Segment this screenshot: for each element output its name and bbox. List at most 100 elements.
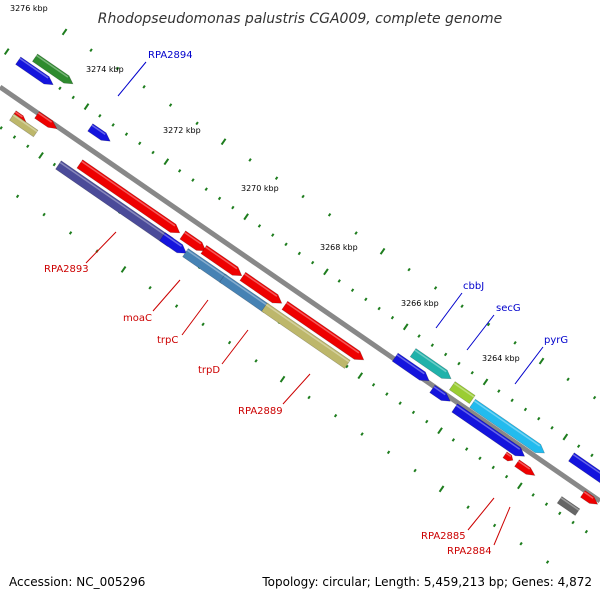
tick-mark [333, 413, 338, 418]
feature-red-2 [179, 230, 207, 252]
feature-red-3-highlight [205, 246, 238, 270]
tick-mark [385, 392, 389, 396]
feature-blue-mid-highlight [396, 354, 425, 375]
tick-mark [566, 377, 570, 382]
tick-mark [590, 453, 594, 458]
tick-mark [544, 502, 549, 506]
tick-mark [271, 233, 275, 237]
gene-label-trpc[interactable]: trpC [157, 335, 178, 346]
tick-mark [364, 297, 368, 302]
feature-blue-small-highlight [433, 386, 446, 396]
tick-mark [191, 178, 195, 182]
tick-mark [68, 231, 73, 235]
gene-label-trpd[interactable]: trpD [198, 365, 220, 376]
tick-mark [111, 123, 115, 127]
feature-red-small-4-highlight [517, 460, 531, 470]
gene-label-rpa2894[interactable]: RPA2894 [148, 50, 193, 61]
tick-mark [15, 194, 20, 199]
feature-tan-small [9, 113, 39, 138]
feature-red-small-3 [502, 451, 514, 462]
scale-label-3272: 3272 kbp [163, 126, 201, 135]
leader-rpa2885 [467, 497, 495, 531]
tick-mark [297, 251, 302, 256]
tick-mark [425, 419, 429, 424]
feature-red-small-2-highlight [37, 112, 53, 123]
leader-rpa2889 [282, 373, 311, 405]
tick-mark [398, 401, 402, 406]
gene-label-rpa2889[interactable]: RPA2889 [238, 406, 283, 417]
gene-label-secg[interactable]: secG [496, 303, 521, 314]
tick-mark [42, 212, 46, 217]
feature-rpa2889-highlight [265, 303, 350, 363]
tick-mark [248, 158, 252, 162]
tick-mark [571, 520, 575, 525]
leader-pyrg [514, 346, 544, 385]
scale-label-3276: 3276 kbp [10, 4, 48, 13]
gene-label-rpa2885[interactable]: RPA2885 [421, 531, 466, 542]
tick-mark [592, 395, 597, 400]
tick-mark [402, 323, 409, 331]
feature-green-highlight [36, 54, 69, 78]
scale-label-3268: 3268 kbp [320, 243, 358, 252]
tick-marks [0, 28, 597, 564]
tick-mark [83, 103, 90, 111]
tick-mark [201, 322, 205, 327]
leader-moac [152, 279, 181, 312]
tick-mark [377, 306, 381, 311]
feature-cbbj [409, 348, 452, 380]
tick-mark [38, 151, 44, 159]
gene-label-moac[interactable]: moaC [123, 313, 152, 324]
feature-gray-highlight [560, 497, 580, 511]
feature-rpa2893 [55, 160, 174, 247]
tick-mark [386, 450, 391, 455]
feature-pyrg [469, 398, 545, 454]
tick-mark [486, 322, 491, 327]
feature-red-small-3-highlight [505, 452, 512, 458]
tick-mark [257, 224, 262, 228]
tick-mark [327, 212, 332, 217]
tick-mark [148, 285, 152, 290]
tick-mark [545, 560, 550, 564]
gene-features [9, 53, 600, 516]
tick-mark [519, 541, 523, 546]
tick-mark [413, 468, 417, 473]
feature-secg-highlight [453, 382, 475, 398]
tick-mark [430, 343, 435, 348]
tick-mark [407, 267, 411, 272]
tick-mark [433, 286, 438, 290]
feature-trpd [219, 273, 270, 314]
feature-blue-right [568, 452, 600, 484]
gene-label-cbbj[interactable]: cbbJ [463, 281, 484, 292]
tick-mark [177, 169, 182, 173]
tick-mark [337, 279, 341, 283]
feature-moac-highlight [163, 233, 182, 247]
feature-red-long [76, 159, 181, 234]
scale-label-3270: 3270 kbp [241, 184, 279, 193]
gene-label-rpa2884[interactable]: RPA2884 [447, 546, 492, 557]
tick-mark [460, 304, 464, 309]
tick-mark [379, 247, 386, 255]
feature-cbbj-highlight [414, 349, 447, 373]
gene-label-pyrg[interactable]: pyrG [544, 335, 568, 346]
tick-mark [138, 141, 142, 146]
feature-rpa2893-highlight [59, 161, 173, 241]
feature-blue-right-highlight [572, 453, 600, 474]
feature-gray [556, 496, 581, 516]
tick-mark [52, 162, 57, 167]
tick-mark [307, 395, 311, 400]
tick-mark [360, 432, 364, 436]
tick-mark [350, 288, 355, 292]
feature-blue-long-highlight [455, 404, 521, 450]
feature-red-long-highlight [81, 160, 176, 227]
leader-trpc [181, 299, 209, 336]
tick-mark [220, 138, 227, 146]
tick-mark [497, 389, 501, 393]
leader-lines [85, 61, 544, 546]
tick-mark [98, 113, 102, 118]
tick-mark [478, 456, 482, 461]
tick-mark [451, 438, 456, 442]
feature-red-small-4 [514, 459, 536, 476]
gene-label-rpa2893[interactable]: RPA2893 [44, 264, 89, 275]
tick-mark [504, 474, 509, 479]
